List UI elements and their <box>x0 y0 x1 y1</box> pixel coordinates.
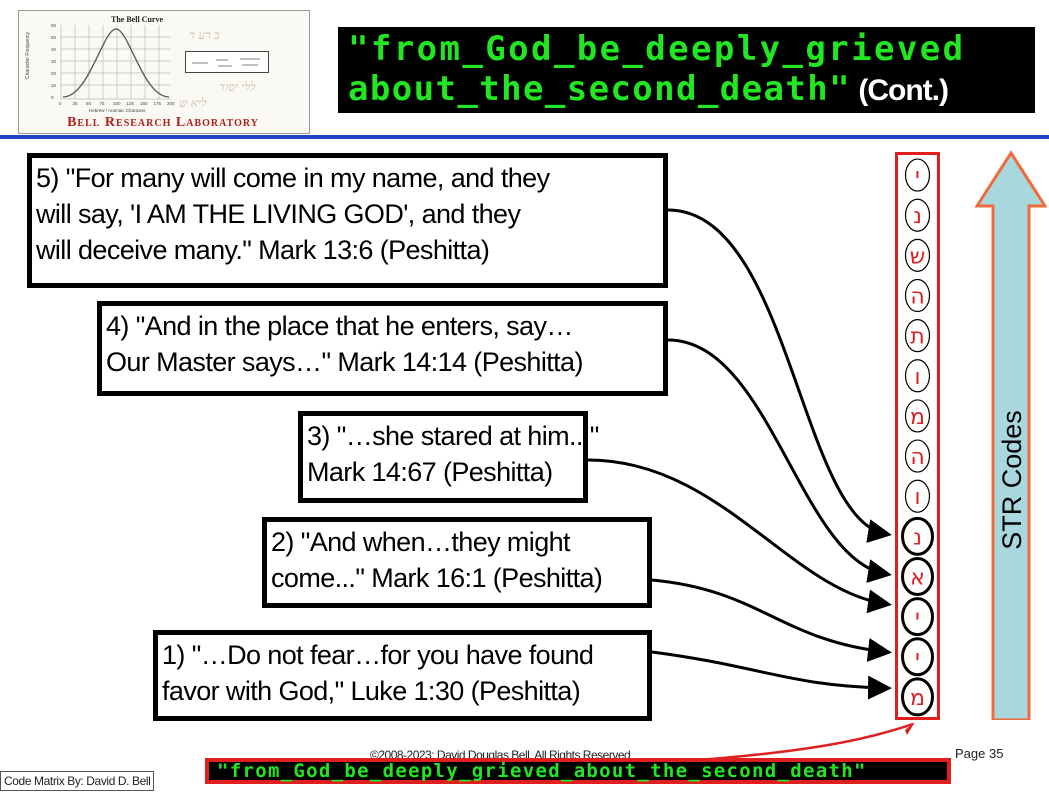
slide-title: "from_God_be_deeply_grieved about_the_se… <box>338 27 1035 113</box>
code-letter: ה <box>910 445 924 470</box>
quote-5-line-3: will deceive many." Mark 13:6 (Peshitta) <box>36 235 490 265</box>
code-letter: נ <box>913 525 922 550</box>
quote-4-line-1: 4) "And in the place that he enters, say… <box>106 311 573 341</box>
code-letter: י <box>915 606 920 631</box>
code-letter-circle <box>904 198 931 232</box>
quote-2-line-2: come..." Mark 16:1 (Peshitta) <box>271 563 603 593</box>
code-letter: ת <box>910 325 924 350</box>
code-letter-circle <box>904 399 931 433</box>
lab-name: Bell Research Laboratory <box>67 115 259 130</box>
code-letter: נ <box>913 204 922 229</box>
logo-formula <box>185 51 269 73</box>
title-line-2-text: about_the_second_death" <box>348 69 852 109</box>
quote-5-line-1: 5) "For many will come in my name, and t… <box>36 163 550 193</box>
quote-1-line-1: 1) "…Do not fear…for you have found <box>162 640 594 670</box>
quote-box-4: 4) "And in the place that he enters, say… <box>97 301 668 396</box>
page-number: Page 35 <box>955 746 1004 761</box>
code-letter-circle <box>904 278 931 313</box>
logo-y-tick: 40 <box>51 47 57 52</box>
code-letter: ו <box>915 485 921 510</box>
logo-x-tick: 100 <box>113 101 121 106</box>
logo-y-tick: 60 <box>51 23 57 28</box>
code-letter: ש <box>910 244 926 269</box>
logo-x-tick: 125 <box>127 101 135 106</box>
logo-y-axis-label: Character Frequency <box>25 32 31 79</box>
logo-x-tick: 75 <box>100 101 106 106</box>
code-letter-circle <box>904 158 931 192</box>
connector-arrow-5 <box>667 208 892 543</box>
code-letter-circle <box>904 439 931 473</box>
logo-y-tick: 50 <box>51 35 57 40</box>
logo-x-tick: 200 <box>167 101 175 106</box>
quote-box-1: 1) "…Do not fear…for you have found favo… <box>153 630 652 721</box>
code-letter: מ <box>910 405 925 430</box>
code-letter-circle <box>901 516 934 556</box>
logo-y-tick: 30 <box>51 59 57 64</box>
title-line-1: "from_God_be_deeply_grieved <box>348 29 966 69</box>
quote-box-3: 3) "…she stared at him..." Mark 14:67 (P… <box>298 411 599 503</box>
logo-x-tick: 175 <box>154 101 162 106</box>
connector-arrow-3 <box>587 458 892 614</box>
logo-x-tick: 25 <box>73 101 79 106</box>
connector-arrow-2 <box>651 578 892 662</box>
str-codes-label: STR Codes <box>997 410 1027 550</box>
logo-x-axis-label: Hebrew / Aramaic Character <box>89 108 146 113</box>
logo-x-tick: 0 <box>59 101 62 106</box>
quote-3-line-2: Mark 14:67 (Peshitta) <box>307 457 553 487</box>
code-letter-circle <box>901 637 934 677</box>
connector-arrow-1 <box>651 650 892 700</box>
code-letter-circle <box>904 238 931 272</box>
code-letter: א <box>910 566 925 591</box>
code-letter-circle <box>904 319 931 353</box>
title-cont-suffix: (Cont.) <box>851 74 949 107</box>
sequence-banner: "from_God_be_deeply_grieved_about_the_se… <box>205 758 951 784</box>
title-line-2: about_the_second_death" (Cont.) <box>348 69 949 109</box>
svg-text:ללי יסוד: ללי יסוד <box>219 80 256 94</box>
code-letter: מ <box>910 686 925 711</box>
svg-text:ליא ש: ליא ש <box>179 96 207 110</box>
logo-y-tick: 10 <box>51 83 57 88</box>
str-codes-arrow: STR Codes <box>975 150 1047 720</box>
code-letter-circle <box>901 557 934 596</box>
bell-research-logo: The Bell Curve Character Frequency 60 50 4… <box>18 10 310 134</box>
code-letter-circle <box>901 597 934 637</box>
code-letter: י <box>915 164 920 189</box>
code-letter: י <box>915 646 920 671</box>
logo-y-tick: 20 <box>51 71 57 76</box>
quote-3-line-1: 3) "…she stared at him..." <box>307 421 599 451</box>
quote-box-2: 2) "And when…they might come..." Mark 16… <box>262 517 652 608</box>
connector-arrow-4 <box>667 338 892 583</box>
quote-5-line-2: will say, 'I AM THE LIVING GOD', and the… <box>36 199 521 229</box>
sequence-text: "from_God_be_deeply_grieved_about_the_se… <box>217 760 867 782</box>
code-letter-circle <box>901 677 934 717</box>
code-letter-circle <box>904 359 931 393</box>
bell-curve-line <box>62 28 170 98</box>
code-letter-circle <box>904 479 931 513</box>
quote-1-line-2: favor with God," Luke 1:30 (Peshitta) <box>162 676 581 706</box>
logo-x-tick: 150 <box>140 101 148 106</box>
logo-x-tick: 50 <box>86 101 92 106</box>
svg-text:ב רע ד: ב רע ד <box>189 28 220 42</box>
code-letter: ו <box>915 365 921 390</box>
header-divider <box>0 135 1049 139</box>
code-letter: ה <box>910 285 924 310</box>
logo-chart-title: The Bell Curve <box>111 15 163 24</box>
sequence-pointer-arrow <box>697 722 914 762</box>
quote-2-line-1: 2) "And when…they might <box>271 527 571 557</box>
quote-4-line-2: Our Master says…" Mark 14:14 (Peshitta) <box>106 347 583 377</box>
credit-label: Code Matrix By: David D. Bell <box>0 771 155 791</box>
quote-box-5: 5) "For many will come in my name, and t… <box>27 153 668 288</box>
logo-y-tick: 0 <box>51 95 54 100</box>
